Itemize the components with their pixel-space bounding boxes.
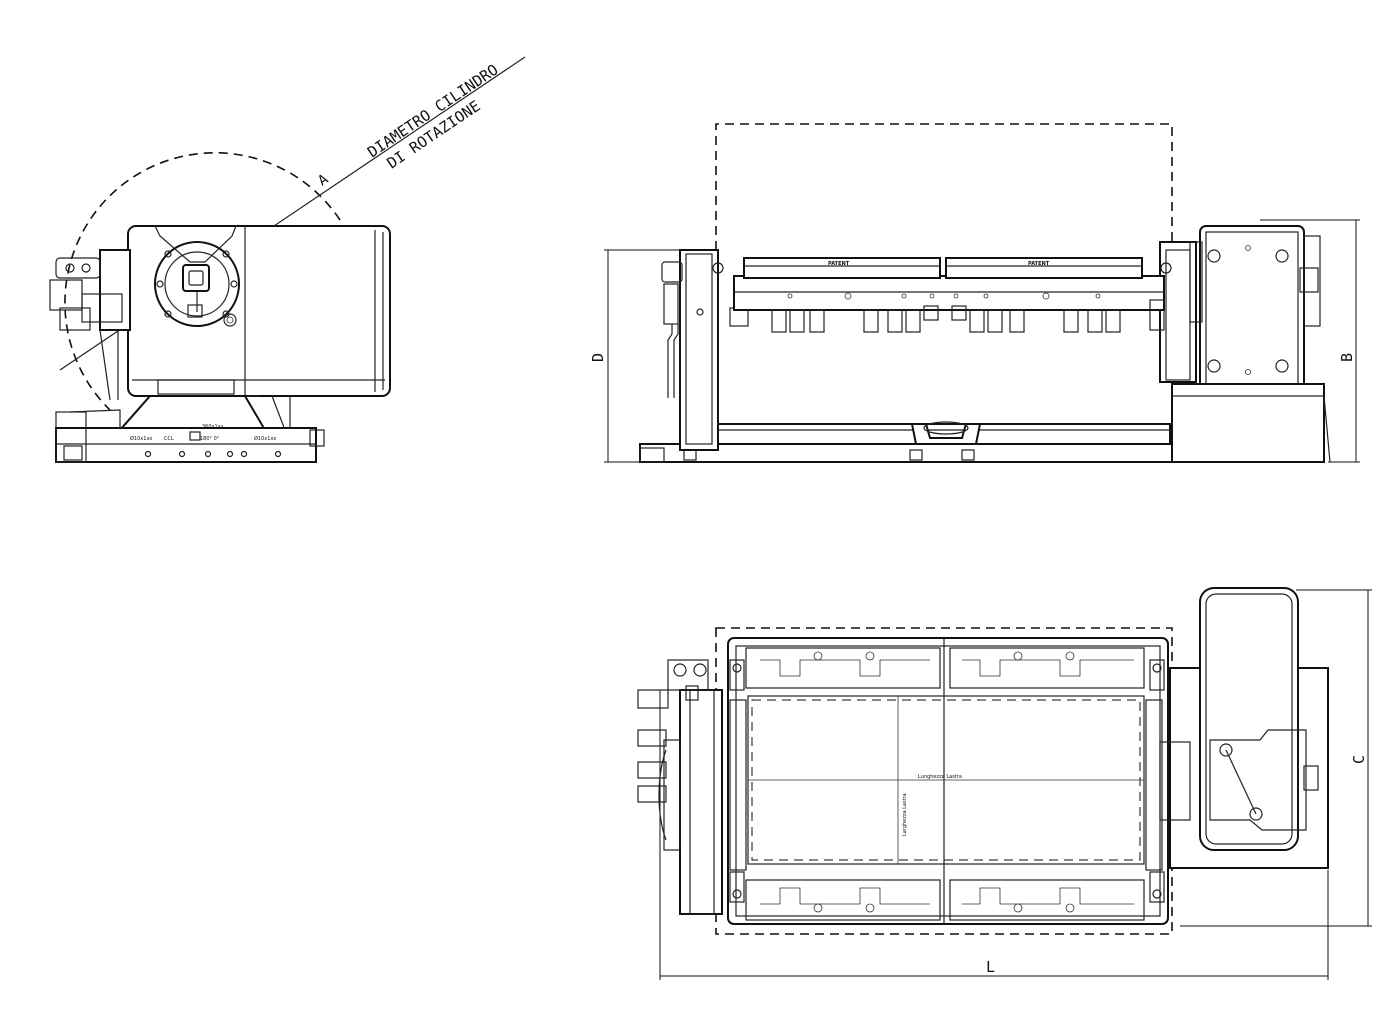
plate-label-mid: CCL <box>164 436 174 442</box>
top-view: C L <box>637 587 1372 980</box>
dim-l-label: L <box>986 958 995 976</box>
plate-label-right: Ø10x1xx <box>254 435 276 442</box>
width-label: Larghezza Lastra <box>902 793 908 836</box>
side-actuator <box>99 249 131 331</box>
fixture-beam <box>733 275 1165 311</box>
rotation-disc <box>154 241 240 327</box>
drive-base <box>1171 383 1325 463</box>
dim-b-label: B <box>1338 353 1356 362</box>
top-drive-motor <box>1199 587 1299 851</box>
plate-label-left: Ø10x1xx <box>130 435 152 442</box>
plate-label-angle: 180° 0° <box>200 436 220 442</box>
fixture-left <box>743 257 941 279</box>
front-view: D B <box>589 123 1360 463</box>
rotation-envelope <box>715 123 1173 250</box>
dim-d-label: D <box>589 353 607 362</box>
side-view: A DIAMETRO CILINDRO DI ROTAZIONE <box>49 56 526 463</box>
plate-label-top: 360x1xx <box>202 424 224 430</box>
length-label: Lunghezza Lastra <box>918 774 962 780</box>
top-fixture-frame <box>727 637 1169 925</box>
side-base-plate <box>55 427 317 463</box>
top-left-headstock <box>679 689 723 915</box>
dim-c-label: C <box>1350 755 1368 764</box>
dim-a-label: A <box>315 171 331 189</box>
rotation-circle <box>64 152 341 411</box>
fixture-left-label: PATENT <box>828 261 850 267</box>
fixture-right-label: PATENT <box>1028 261 1050 267</box>
pedestal <box>117 395 267 431</box>
center-bearing <box>910 423 982 445</box>
front-base-rail <box>639 443 1201 463</box>
fixture-right <box>945 257 1143 279</box>
